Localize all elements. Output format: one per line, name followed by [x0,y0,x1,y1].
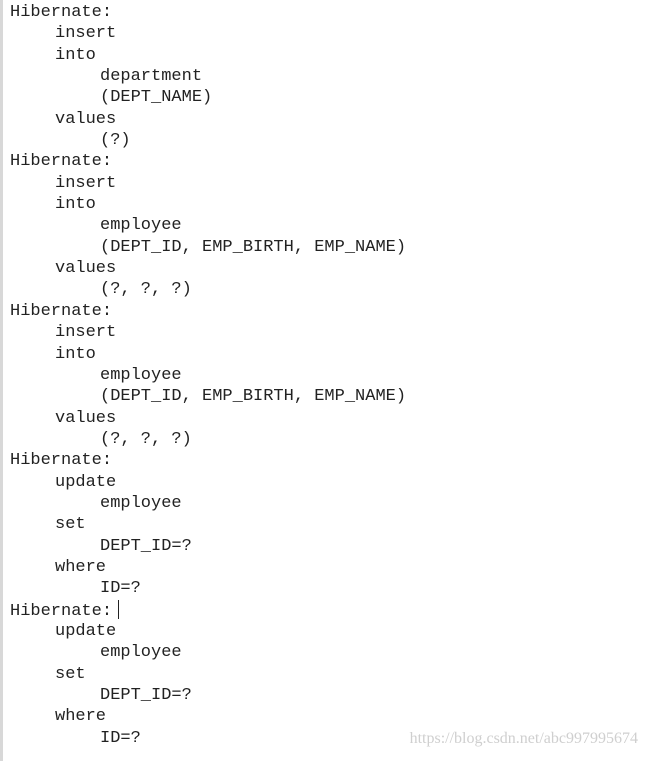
console-line: insert [10,23,640,44]
console-line: employee [10,215,640,236]
console-line: set [10,664,640,685]
console-line-text: into [55,195,96,215]
console-line: (?, ?, ?) [10,429,640,450]
console-line-text: employee [100,493,182,513]
console-line: set [10,514,640,535]
console-line-text: values [55,259,117,279]
console-line-text: employee [100,643,182,663]
console-line-text: where [55,707,107,727]
console-line-text: (DEPT_ID, EMP_BIRTH, EMP_NAME) [100,237,407,257]
console-line-text: ID=? [100,579,141,599]
console-line: where [10,557,640,578]
console-line: where [10,706,640,727]
console-line-text: (DEPT_NAME) [100,88,213,108]
console-line: Hibernate: [10,301,640,322]
console-line: (?, ?, ?) [10,279,640,300]
console-line: into [10,344,640,365]
console-line: DEPT_ID=? [10,685,640,706]
console-line: ID=? [10,578,640,599]
console-line-text: (DEPT_ID, EMP_BIRTH, EMP_NAME) [100,387,407,407]
console-line: values [10,109,640,130]
console-line: Hibernate: [10,2,640,23]
console-line-text: Hibernate: [10,601,113,621]
console-line: department [10,66,640,87]
console-line-text: (?, ?, ?) [100,280,192,300]
console-line: Hibernate: [10,450,640,471]
console-line-text: into [55,45,96,65]
console-left-border [0,0,3,761]
console-line: update [10,472,640,493]
console-line: employee [10,642,640,663]
console-line-text: (?, ?, ?) [100,429,192,449]
console-line: (DEPT_NAME) [10,87,640,108]
console-line: insert [10,173,640,194]
console-line: DEPT_ID=? [10,536,640,557]
console-line: values [10,408,640,429]
console-line: into [10,194,640,215]
console-line-text: Hibernate: [10,3,113,22]
console-line-text: set [55,664,86,684]
console-line-text: employee [100,216,182,236]
console-line: into [10,45,640,66]
console-line: (?) [10,130,640,151]
console-line-text: set [55,515,86,535]
console-line: insert [10,322,640,343]
console-line-text: Hibernate: [10,152,113,172]
console-line: (DEPT_ID, EMP_BIRTH, EMP_NAME) [10,237,640,258]
console-line-text: insert [55,323,117,343]
console-line: (DEPT_ID, EMP_BIRTH, EMP_NAME) [10,386,640,407]
console-line-text: into [55,344,96,364]
console-line-text: values [55,109,117,129]
console-line-text: insert [55,173,117,193]
console-line: Hibernate: [10,599,640,621]
console-line-text: Hibernate: [10,451,113,471]
console-line-text: DEPT_ID=? [100,686,192,705]
console-line-text: Hibernate: [10,301,113,321]
console-line: employee [10,365,640,386]
console-line-text: (?) [100,131,131,151]
watermark: https://blog.csdn.net/abc997995674 [409,730,638,747]
console-line-text: DEPT_ID=? [100,536,192,556]
console-line-text: employee [100,365,182,385]
console-line: update [10,621,640,642]
console-line-text: update [55,472,117,492]
console-line-text: ID=? [100,728,141,748]
text-cursor-caret [118,599,120,619]
console-line-text: update [55,621,117,641]
console-line: Hibernate: [10,151,640,172]
console-line-text: department [100,67,203,87]
console-line: values [10,258,640,279]
console-line-text: insert [55,24,117,44]
console-line-text: where [55,557,107,577]
console-line: employee [10,493,640,514]
console-line-text: values [55,408,117,428]
console-line: ID=? [10,728,640,749]
